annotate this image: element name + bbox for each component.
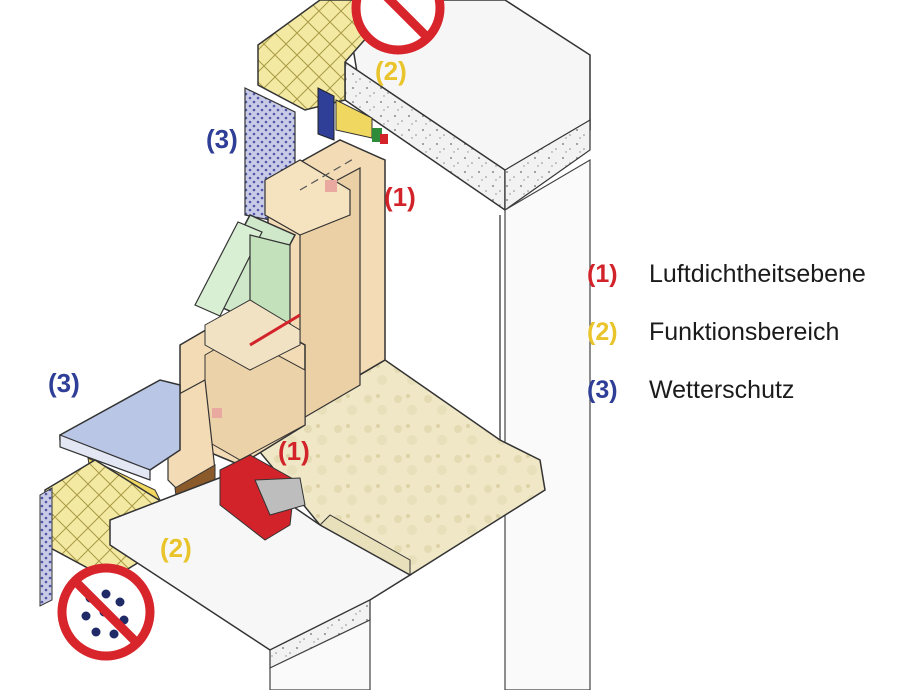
callout-weather-wall: (3)	[206, 124, 238, 154]
callout-function-top: (2)	[375, 56, 407, 86]
legend-item-function: (2) Funktionsbereich	[587, 316, 839, 348]
callout-function-bottom: (2)	[160, 533, 192, 563]
legend-number: (1)	[587, 259, 618, 288]
no-water-icon: 💧	[351, 0, 445, 55]
lower-airtight-membrane	[219, 454, 306, 541]
legend-label: Luftdichtheitsebene	[649, 259, 866, 288]
legend-item-weather: (3) Wetterschutz	[587, 374, 794, 406]
glazing-unit	[194, 214, 301, 371]
callout-airtight-frame: (1)	[384, 182, 416, 212]
callout-airtight-bottom: (1)	[278, 436, 310, 466]
legend-label: Wetterschutz	[649, 375, 795, 404]
no-water-icon	[57, 563, 155, 661]
legend-label: Funktionsbereich	[649, 317, 840, 346]
legend-item-airtight: (1) Luftdichtheitsebene	[587, 258, 866, 290]
legend-number: (2)	[587, 317, 618, 346]
callout-weather-sill: (3)	[48, 368, 80, 398]
legend-number: (3)	[587, 375, 618, 404]
